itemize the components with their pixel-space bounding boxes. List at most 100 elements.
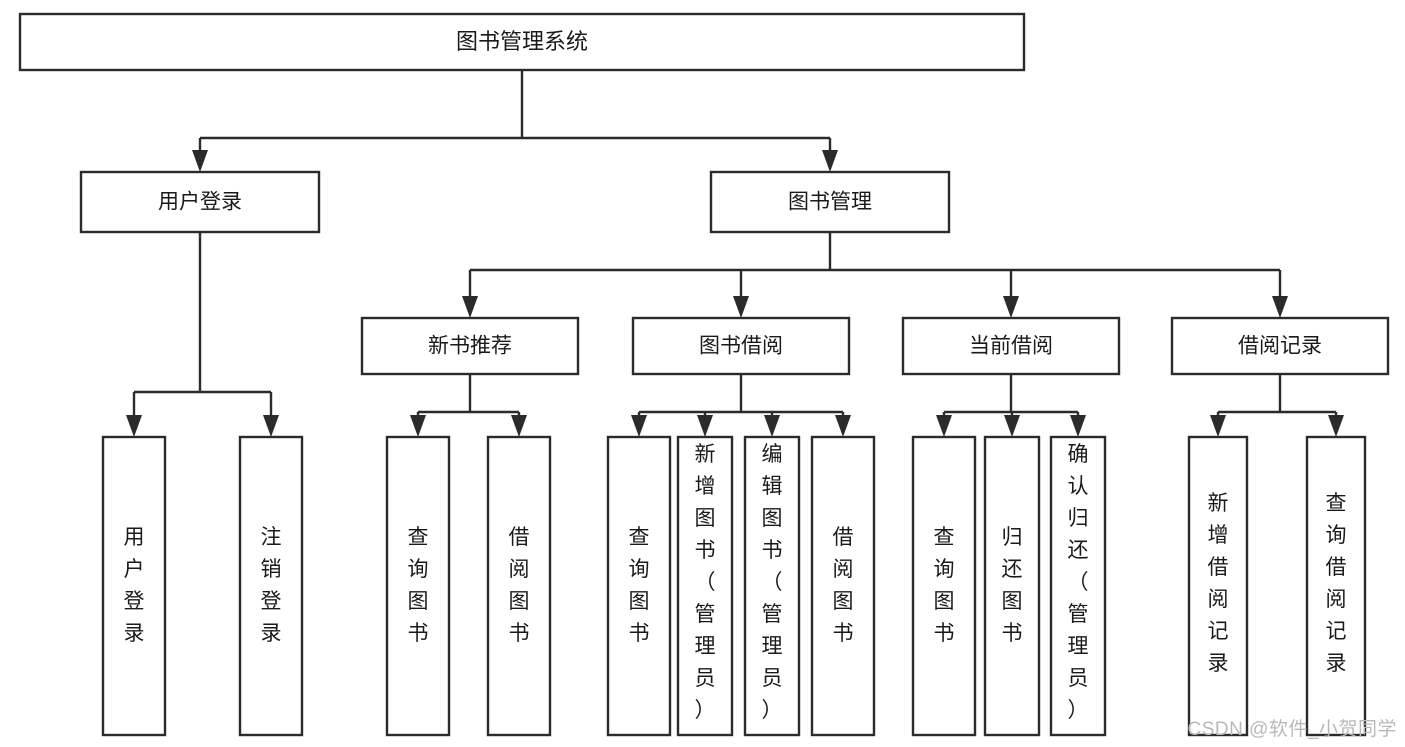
- leaf-label-char: 借: [509, 526, 530, 549]
- level3-node-new-book-recommend[interactable]: 新书推荐: [360, 316, 580, 376]
- leaf-label-char: 还: [1002, 558, 1023, 581]
- leaf-label-char: 辑: [762, 475, 783, 498]
- leaf-label-char: 记: [1326, 620, 1347, 643]
- level2-node-book-management[interactable]: 图书管理: [709, 170, 951, 234]
- leaf-label-char: 借: [833, 526, 854, 549]
- connector-layer: [126, 70, 1344, 437]
- arrow-head-icon: [1004, 415, 1020, 437]
- leaf-label-char: 阅: [1208, 588, 1229, 611]
- leaf-label-char: 登: [124, 590, 145, 613]
- leaf-label-char: 查: [629, 526, 650, 549]
- arrow-head-icon: [835, 415, 851, 437]
- leaf-label-char: 书: [695, 539, 716, 562]
- leaf-label-char: 管: [762, 603, 783, 626]
- node-label: 图书管理: [788, 191, 872, 214]
- leaf-label-char: 借: [1326, 556, 1347, 579]
- leaf-label-char: 编: [762, 443, 783, 466]
- leaf-label-char: 图: [762, 507, 783, 530]
- leaf-label-char: 书: [1002, 622, 1023, 645]
- leaf-label-char: 登: [261, 590, 282, 613]
- arrow-head-icon: [1328, 415, 1344, 437]
- leaf-label-char: 归: [1002, 526, 1023, 549]
- leaf-label-char: 确: [1068, 443, 1089, 466]
- arrow-head-icon: [1003, 296, 1019, 318]
- leaf-label-char: 阅: [1326, 588, 1347, 611]
- leaf-label-char: （: [695, 571, 716, 594]
- node-label: 图书管理系统: [456, 29, 588, 54]
- leaf-label-char: 图: [408, 590, 429, 613]
- leaf-label-char: 书: [629, 622, 650, 645]
- arrow-head-icon: [697, 415, 713, 437]
- leaf-label-char: 录: [261, 622, 282, 645]
- leaf-label-char: 阅: [833, 558, 854, 581]
- node-label: 用户登录: [158, 191, 242, 214]
- leaf-label-char: 理: [695, 635, 716, 658]
- leaf-label-char: 书: [509, 622, 530, 645]
- leaf-label-char: 录: [124, 622, 145, 645]
- leaf-label-char: 借: [1208, 556, 1229, 579]
- leaf-label-char: 查: [1326, 492, 1347, 515]
- leaf-label-char: 注: [261, 526, 282, 549]
- arrow-head-icon: [462, 296, 478, 318]
- leaf-label-char: 户: [124, 558, 145, 581]
- leaf-label-char: 书: [762, 539, 783, 562]
- leaf-label-char: 理: [1068, 635, 1089, 658]
- level3-node-borrow-record[interactable]: 借阅记录: [1170, 316, 1390, 376]
- leaf-label-char: 阅: [509, 558, 530, 581]
- leaf-label-char: （: [1068, 571, 1089, 594]
- node-label: 新书推荐: [428, 335, 512, 358]
- leaf-label-char: 销: [261, 558, 282, 581]
- leaf-label-char: ）: [695, 699, 716, 722]
- leaf-label-char: 询: [629, 558, 650, 581]
- leaf-label-char: 书: [833, 622, 854, 645]
- leaf-label-char: 员: [695, 667, 716, 690]
- level3-node-current-borrow[interactable]: 当前借阅: [901, 316, 1121, 376]
- root-node-system[interactable]: 图书管理系统: [18, 12, 1026, 72]
- level3-node-book-borrow[interactable]: 图书借阅: [631, 316, 851, 376]
- leaf-label-char: ）: [762, 699, 783, 722]
- leaf-label-char: 查: [934, 526, 955, 549]
- leaf-label-char: 图: [695, 507, 716, 530]
- leaf-label-char: 记: [1208, 620, 1229, 643]
- level2-node-user-login[interactable]: 用户登录: [79, 170, 321, 234]
- node-label: 图书借阅: [699, 335, 783, 358]
- leaf-label-char: 书: [408, 622, 429, 645]
- leaf-label-char: 图: [509, 590, 530, 613]
- leaf-label-char: 图: [1002, 590, 1023, 613]
- leaf-node-leaf-user-login[interactable]: 用户登录: [101, 435, 167, 737]
- leaf-label-char: 管: [1068, 603, 1089, 626]
- leaf-label-char: 录: [1326, 652, 1347, 675]
- arrow-head-icon: [822, 150, 838, 172]
- leaf-label-char: ）: [1068, 699, 1089, 722]
- leaf-label-char: 询: [1326, 524, 1347, 547]
- leaf-label-char: 增: [1208, 524, 1229, 547]
- arrow-head-icon: [1210, 415, 1226, 437]
- node-layer: 图书管理系统用户登录图书管理新书推荐图书借阅当前借阅借阅记录用户登录注销登录查询…: [18, 12, 1390, 737]
- leaf-label-char: 图: [629, 590, 650, 613]
- node-label: 当前借阅: [969, 335, 1053, 358]
- leaf-label-char: 书: [934, 622, 955, 645]
- arrow-head-icon: [764, 415, 780, 437]
- leaf-label-char: 图: [934, 590, 955, 613]
- csdn-watermark: CSDN @软件_小贺同学: [1187, 719, 1397, 740]
- leaf-label-char: 询: [934, 558, 955, 581]
- leaf-label-char: 理: [762, 635, 783, 658]
- leaf-label-char: 增: [695, 475, 716, 498]
- leaf-label-char: 认: [1068, 475, 1089, 498]
- leaf-label-char: 用: [124, 526, 145, 549]
- arrow-head-icon: [126, 415, 142, 437]
